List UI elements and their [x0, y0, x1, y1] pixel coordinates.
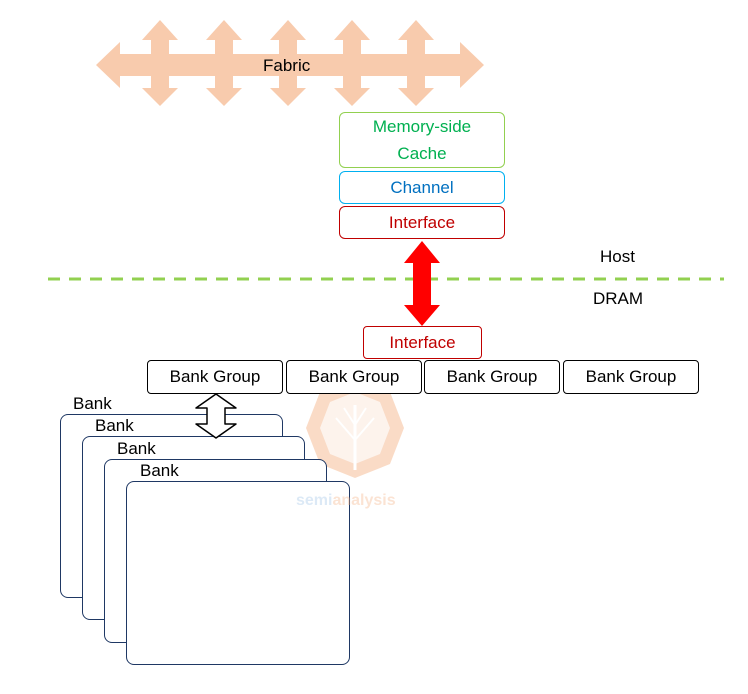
bank-group-1: Bank Group — [147, 360, 283, 394]
fabric-vertical-arrow-3 — [270, 20, 306, 106]
host-interface-block: Interface — [339, 206, 505, 239]
bank-group-4: Bank Group — [563, 360, 699, 394]
bank-2-label: Bank — [95, 416, 134, 435]
fabric-vertical-arrow-2 — [206, 20, 242, 106]
cache-label-line2: Cache — [397, 144, 447, 163]
fabric-vertical-arrow-5 — [398, 20, 434, 106]
interface-link-arrow — [404, 241, 440, 326]
bank-1-label: Bank — [73, 394, 112, 413]
bank-group-1-label: Bank Group — [169, 367, 261, 386]
bank-4-label: Bank — [140, 461, 179, 480]
bank-group-3-label: Bank Group — [446, 367, 538, 386]
bank-group-4-label: Bank Group — [585, 367, 677, 386]
semianalysis-watermark-logo — [306, 378, 404, 478]
bank-4 — [126, 481, 350, 665]
fabric-label: Fabric — [263, 56, 311, 75]
dram-label: DRAM — [593, 289, 644, 308]
channel-block: Channel — [339, 171, 505, 204]
channel-label: Channel — [390, 177, 454, 197]
bank-3-label: Bank — [117, 439, 156, 458]
memory-side-cache-block: Memory-side Cache — [339, 112, 505, 168]
dram-interface-label: Interface — [389, 332, 456, 352]
cache-label-line1: Memory-side — [372, 117, 472, 136]
fabric-vertical-arrows — [142, 20, 434, 106]
host-label: Host — [600, 247, 635, 266]
dram-interface-block: Interface — [363, 326, 482, 359]
fabric-vertical-arrow-4 — [334, 20, 370, 106]
semianalysis-watermark-text: semianalysis — [296, 492, 396, 509]
bank-group-2: Bank Group — [286, 360, 422, 394]
bank-group-3: Bank Group — [424, 360, 560, 394]
bank-group-2-label: Bank Group — [308, 367, 400, 386]
host-interface-label: Interface — [388, 212, 456, 232]
fabric-vertical-arrow-1 — [142, 20, 178, 106]
